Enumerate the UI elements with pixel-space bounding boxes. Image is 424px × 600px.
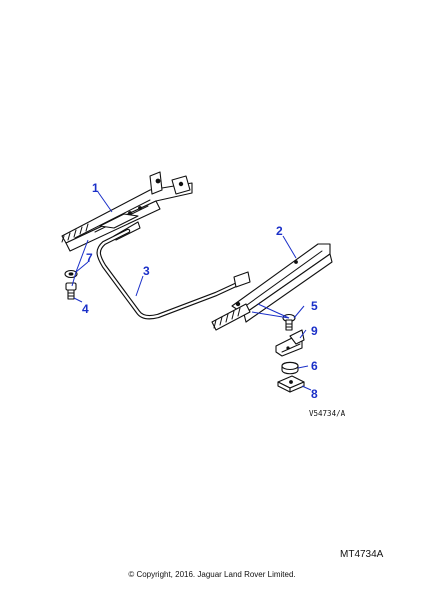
callout-2: 2	[276, 224, 283, 238]
callout-1: 1	[92, 181, 99, 195]
spacer	[281, 361, 299, 375]
nut-plate	[277, 375, 305, 393]
right-seat-runner	[211, 243, 333, 331]
illustration-code: MT4734A	[340, 549, 384, 560]
bracket	[275, 329, 305, 357]
callout-7: 7	[86, 251, 93, 265]
callout-8: 8	[311, 387, 318, 401]
washer-left	[64, 269, 78, 279]
bolt-left	[65, 282, 77, 300]
callout-9: 9	[311, 324, 318, 338]
leader-lines	[71, 191, 312, 391]
callout-3: 3	[143, 264, 150, 278]
callout-4: 4	[82, 302, 89, 316]
callout-6: 6	[311, 359, 318, 373]
cross-tube	[96, 228, 251, 320]
left-seat-runner	[61, 171, 193, 252]
callout-5: 5	[311, 299, 318, 313]
drawing-reference: V54734/A	[309, 409, 346, 418]
copyright-notice: © Copyright, 2016. Jaguar Land Rover Lim…	[128, 570, 296, 579]
